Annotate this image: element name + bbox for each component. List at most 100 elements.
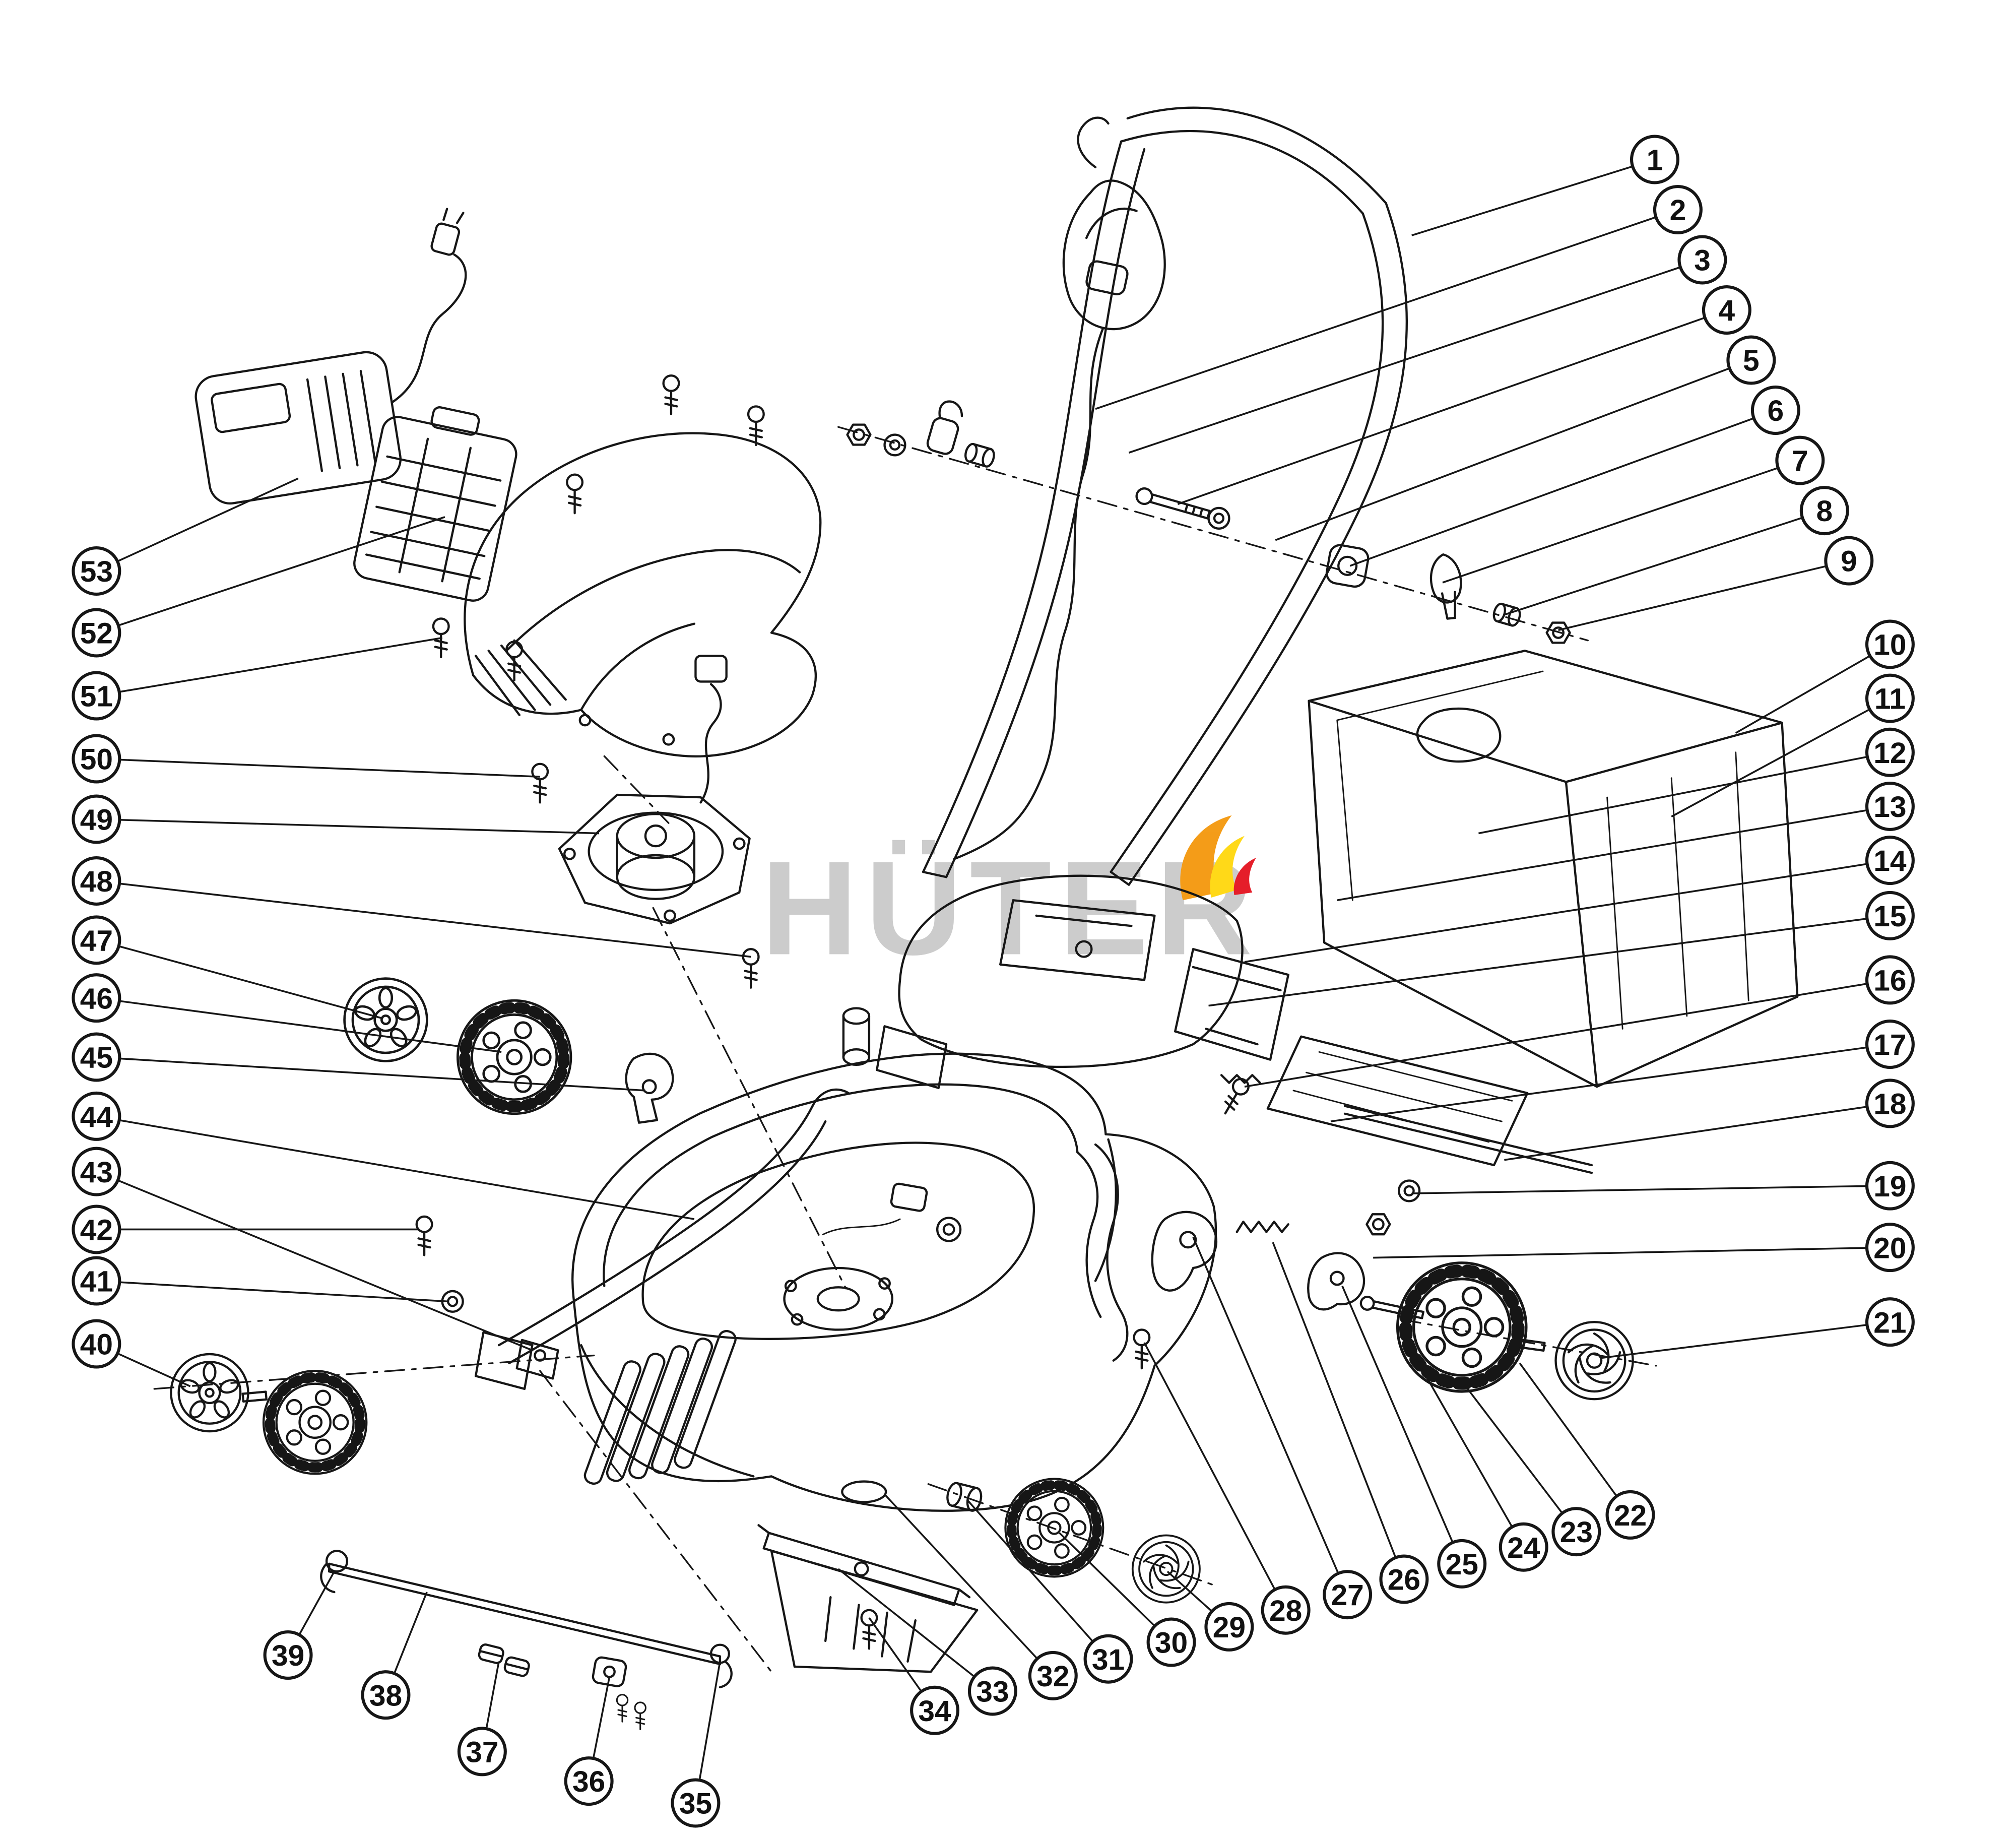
callout-balloon-26 — [1379, 1554, 1429, 1604]
callout-37: 37 — [457, 1661, 507, 1777]
callout-number-44: 44 — [80, 1101, 113, 1133]
bag-frame — [1218, 1035, 1593, 1174]
motor-assembly — [558, 655, 751, 925]
grass-bag — [1308, 650, 1799, 1088]
leader-line-30 — [1059, 1532, 1172, 1643]
carriage-bolt — [1135, 487, 1211, 520]
mulch-plug — [770, 1550, 979, 1673]
callout-number-29: 29 — [1213, 1611, 1246, 1644]
wheel-rear-right — [1398, 1263, 1526, 1391]
leader-line-6 — [1349, 409, 1776, 567]
callout-number-37: 37 — [466, 1736, 498, 1769]
callout-24: 24 — [1403, 1337, 1548, 1572]
callout-number-10: 10 — [1873, 629, 1906, 662]
leader-line-11 — [1671, 697, 1891, 817]
callout-balloon-37 — [457, 1727, 507, 1777]
leader-line-10 — [1735, 643, 1891, 734]
upper-cover — [464, 432, 822, 757]
callout-14: 14 — [1244, 836, 1915, 963]
callout-19: 19 — [1411, 1161, 1915, 1211]
callout-number-31: 31 — [1092, 1643, 1125, 1676]
wheel-bushing — [946, 1482, 983, 1512]
leader-line-2 — [1095, 209, 1678, 410]
watermark: HÜTER — [761, 815, 1261, 983]
callout-number-40: 40 — [80, 1328, 113, 1361]
callout-balloon-7 — [1775, 435, 1825, 485]
callout-number-39: 39 — [272, 1639, 304, 1672]
callout-51: 51 — [72, 637, 443, 721]
callout-balloon-2 — [1653, 184, 1703, 234]
callout-13: 13 — [1337, 781, 1915, 901]
line-art — [153, 106, 1799, 1731]
leader-line-1 — [1411, 158, 1655, 236]
leader-line-18 — [1504, 1102, 1891, 1161]
leader-line-33 — [837, 1568, 993, 1692]
spacer — [964, 442, 995, 468]
callout-number-34: 34 — [918, 1695, 951, 1728]
axle-clip-right — [709, 1643, 733, 1689]
callout-number-17: 17 — [1873, 1029, 1906, 1061]
leader-line-4 — [1177, 309, 1727, 505]
callout-number-38: 38 — [369, 1679, 402, 1712]
callouts-layer: 1234567891011121314151617181920212223242… — [72, 135, 1915, 1828]
callout-16: 16 — [1244, 955, 1915, 1088]
callout-balloon-30 — [1146, 1617, 1196, 1667]
callout-number-33: 33 — [976, 1676, 1009, 1708]
leader-line-48 — [96, 880, 751, 958]
callout-number-18: 18 — [1873, 1088, 1906, 1121]
blade-and-chute — [757, 1480, 979, 1673]
callout-number-21: 21 — [1873, 1306, 1906, 1339]
callout-33: 33 — [837, 1568, 1017, 1716]
deck-upper-housing — [842, 874, 1244, 1089]
axle-clip-left — [320, 1550, 349, 1594]
callout-balloon-40 — [72, 1319, 121, 1369]
leader-line-19 — [1411, 1184, 1890, 1194]
callout-number-9: 9 — [1841, 545, 1857, 578]
callout-36: 36 — [564, 1677, 614, 1806]
callout-number-3: 3 — [1694, 244, 1711, 277]
callout-balloon-13 — [1865, 781, 1915, 831]
callout-15: 15 — [1208, 891, 1915, 1007]
callout-balloon-8 — [1799, 486, 1849, 536]
leader-line-12 — [1478, 751, 1891, 835]
leader-line-31 — [966, 1499, 1109, 1660]
callout-balloon-35 — [671, 1778, 721, 1828]
callout-48: 48 — [72, 856, 751, 958]
callout-9: 9 — [1558, 536, 1874, 631]
callout-balloon-22 — [1605, 1490, 1655, 1540]
callout-balloon-43 — [72, 1147, 121, 1196]
callout-number-53: 53 — [80, 555, 113, 588]
leader-line-44 — [96, 1115, 695, 1220]
frame-rod — [1343, 1105, 1593, 1174]
callout-number-50: 50 — [80, 743, 113, 776]
mower-deck — [571, 1052, 1217, 1512]
callout-balloon-49 — [72, 794, 121, 844]
callout-number-47: 47 — [80, 924, 113, 957]
callout-balloon-25 — [1437, 1539, 1487, 1589]
leader-line-22 — [1519, 1362, 1631, 1515]
leader-line-20 — [1373, 1246, 1890, 1259]
battery-charger — [194, 208, 467, 505]
callout-number-24: 24 — [1507, 1532, 1540, 1564]
callout-6: 6 — [1349, 386, 1800, 567]
callout-balloon-33 — [967, 1666, 1017, 1716]
leader-line-53 — [96, 477, 299, 572]
callout-42: 42 — [72, 1204, 419, 1254]
callout-balloon-19 — [1865, 1161, 1915, 1211]
callout-balloon-52 — [72, 608, 121, 658]
callout-1: 1 — [1411, 135, 1679, 236]
callout-number-36: 36 — [572, 1765, 605, 1798]
blade — [762, 1532, 960, 1606]
callout-43: 43 — [72, 1147, 533, 1351]
callout-number-15: 15 — [1873, 900, 1906, 933]
leader-line-52 — [96, 516, 445, 634]
handle-assembly — [922, 106, 1408, 886]
leader-line-24 — [1403, 1337, 1525, 1548]
handle-hardware — [848, 400, 1570, 643]
callout-26: 26 — [1272, 1242, 1429, 1604]
watermark-text: HÜTER — [761, 834, 1261, 983]
callout-34: 34 — [868, 1617, 960, 1735]
wing-knob — [1429, 553, 1462, 620]
